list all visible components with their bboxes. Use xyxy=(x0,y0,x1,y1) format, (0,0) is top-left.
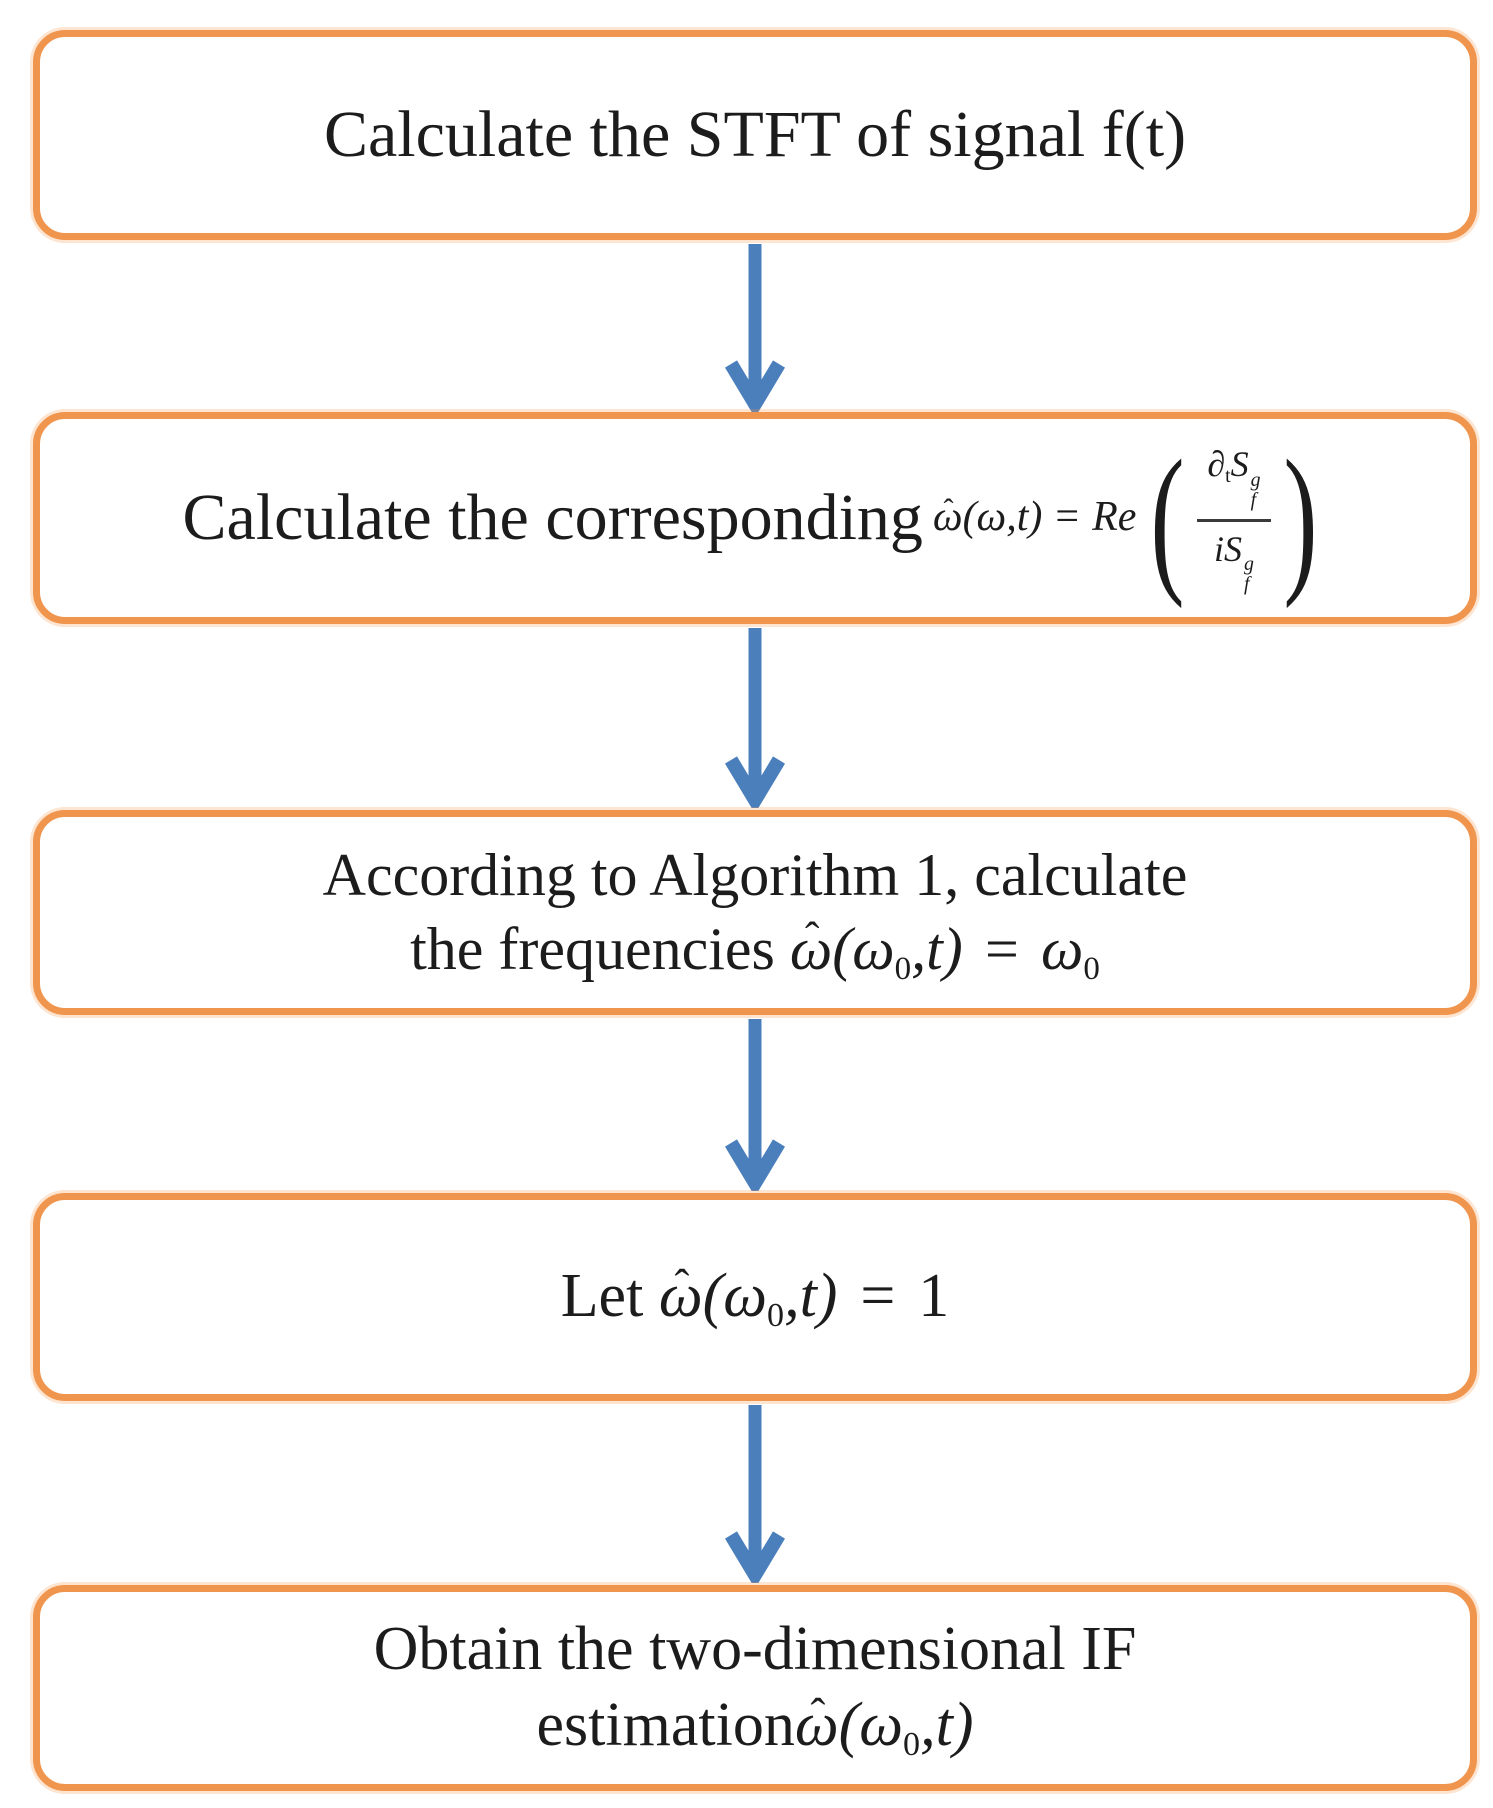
step-5-line1: Obtain the two-dimensional IF xyxy=(373,1615,1137,1684)
step-3-line1: According to Algorithm 1, calculate xyxy=(322,842,1188,909)
step-4-label: Let xyxy=(560,1262,644,1331)
equals-sign: = xyxy=(984,915,1019,982)
flow-arrow-icon xyxy=(724,1019,786,1191)
step-2-label: Calculate the corresponding xyxy=(182,480,923,554)
close-paren: ) xyxy=(1282,425,1318,609)
step-3-line2: the frequencies xyxy=(410,915,775,982)
equals-sign: = xyxy=(1055,494,1080,541)
flow-arrow-icon xyxy=(724,628,786,808)
flow-step-stft: Calculate the STFT of signal f(t) xyxy=(33,30,1477,240)
flow-arrow-icon xyxy=(724,1405,786,1583)
flow-step-obtain-if: Obtain the two-dimensional IF estimation… xyxy=(33,1585,1477,1791)
real-part-operator: Re xyxy=(1092,494,1137,541)
open-paren: ( xyxy=(1150,425,1185,609)
flow-step-algorithm1: According to Algorithm 1, calculate the … xyxy=(33,810,1477,1015)
step-5-line2: estimation xyxy=(536,1691,795,1759)
flow-arrow-icon xyxy=(724,244,786,412)
equals-sign: = xyxy=(860,1262,896,1331)
step-1-label: Calculate the STFT of signal f(t) xyxy=(323,97,1187,171)
